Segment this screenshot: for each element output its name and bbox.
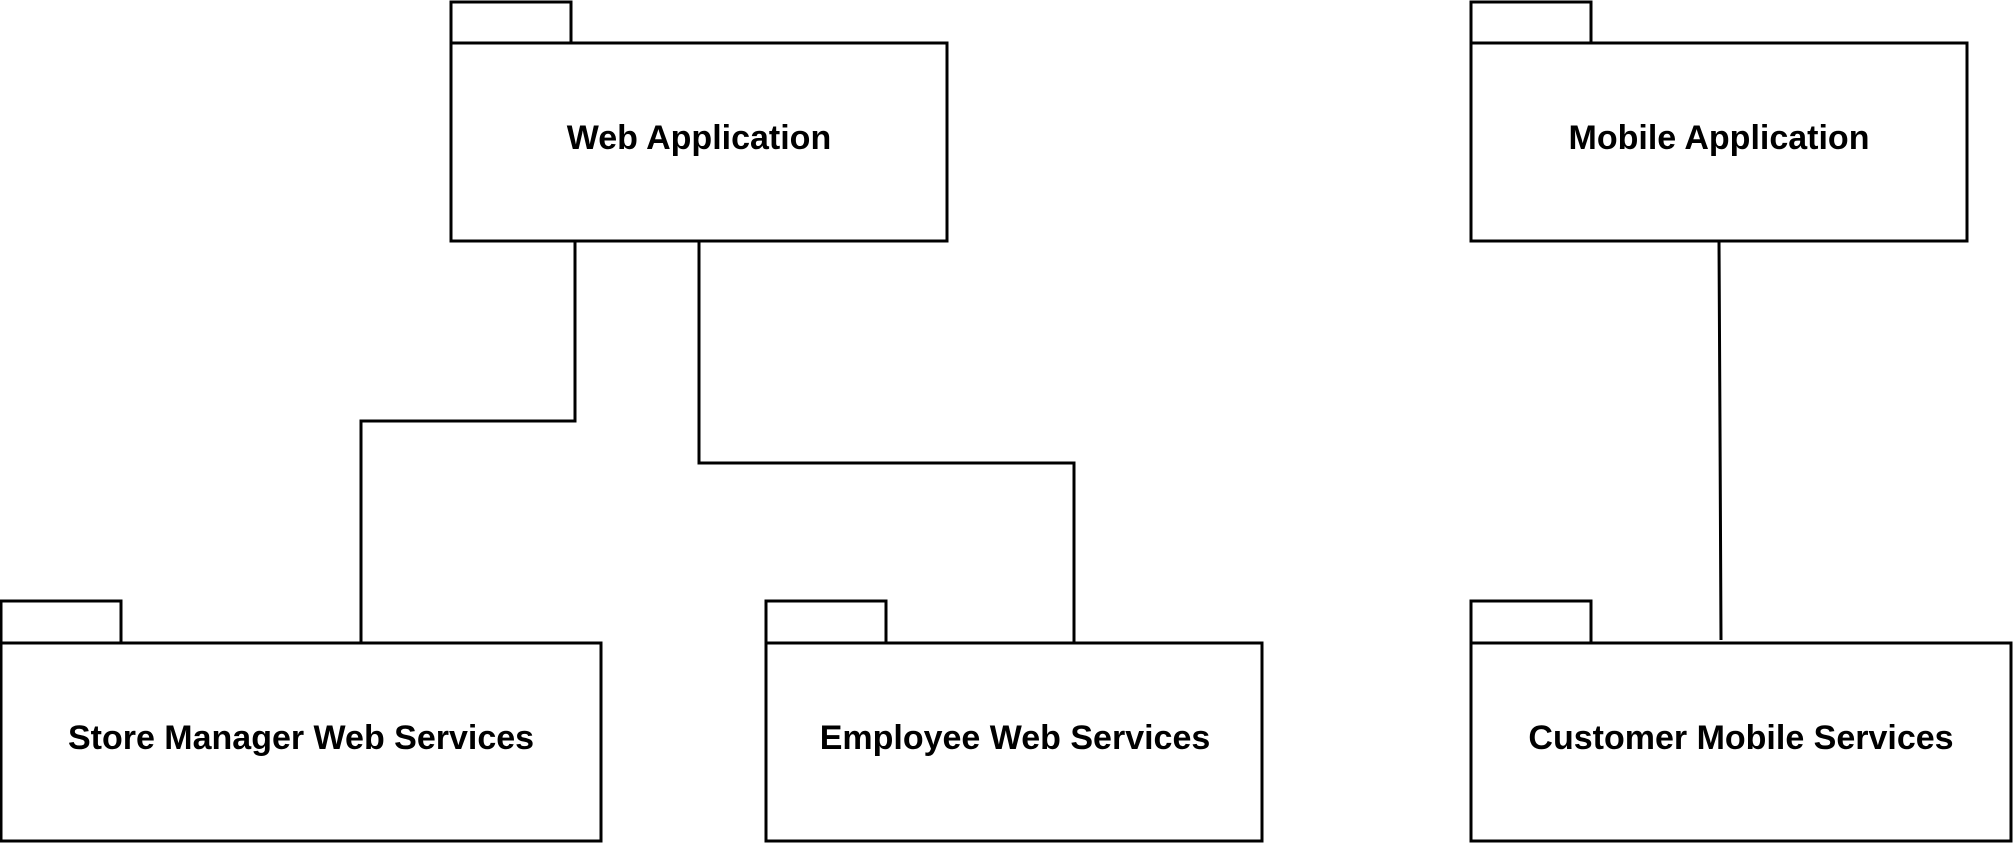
package-label: Store Manager Web Services: [68, 719, 534, 757]
package-customer-mobile-services[interactable]: Customer Mobile Services: [1469, 599, 2013, 843]
package-tab: [1469, 599, 1593, 645]
package-tab: [764, 599, 888, 645]
package-label: Web Application: [567, 119, 831, 157]
package-employee-web-services[interactable]: Employee Web Services: [764, 599, 1264, 843]
package-body: [449, 41, 949, 243]
package-tab: [449, 0, 573, 45]
package-body: [1469, 641, 2013, 843]
package-body: [0, 641, 603, 843]
package-label: Employee Web Services: [820, 719, 1211, 757]
connectors: [359, 240, 1723, 643]
package-body: [764, 641, 1264, 843]
package-body: [1469, 41, 1969, 243]
package-label: Mobile Application: [1569, 119, 1870, 157]
package-web-application[interactable]: Web Application: [449, 0, 949, 243]
package-label: Customer Mobile Services: [1528, 719, 1953, 757]
connector-mobile-to-customer: [1717, 240, 1723, 641]
package-tab: [0, 599, 123, 645]
connector-web-to-store-manager: [359, 241, 577, 643]
package-mobile-application[interactable]: Mobile Application: [1469, 0, 1969, 243]
connector-web-to-employee: [697, 241, 1076, 643]
package-tab: [1469, 0, 1593, 45]
package-store-manager-web-services[interactable]: Store Manager Web Services: [0, 599, 603, 843]
